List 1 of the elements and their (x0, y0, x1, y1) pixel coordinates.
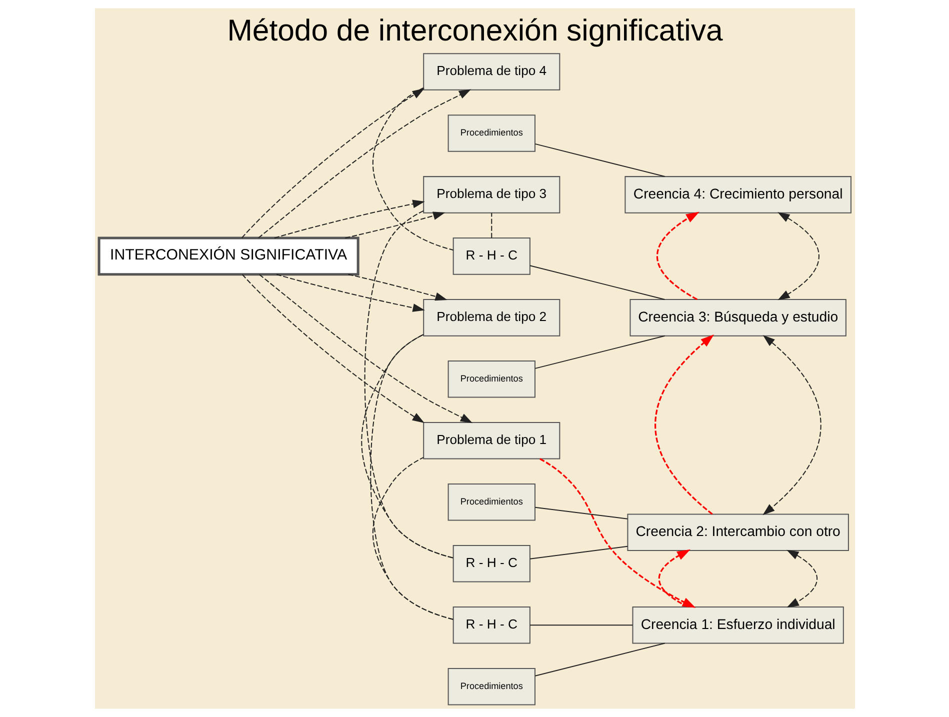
diagram-title: Método de interconexión significativa (226, 14, 722, 48)
